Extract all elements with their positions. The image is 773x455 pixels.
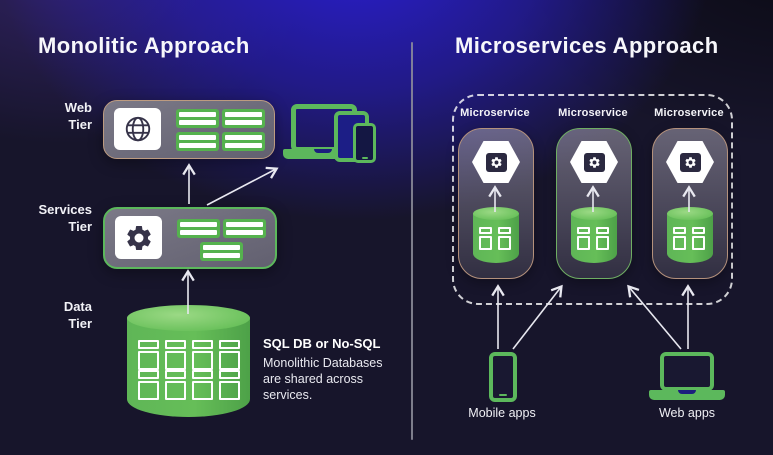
- db-table-glyph: [692, 227, 705, 250]
- mobile-apps-label: Mobile apps: [468, 406, 536, 420]
- microservices-title: Microservices Approach: [455, 33, 719, 58]
- web-module-bar: [222, 109, 265, 128]
- database-note: SQL DB or No-SQL Monolithic Databases ar…: [263, 336, 385, 403]
- microservice-label-1: Microservice: [460, 107, 530, 119]
- db-table-glyph: [596, 227, 609, 250]
- db-table-glyph: [165, 370, 186, 400]
- microservice-database-icon: [473, 207, 519, 263]
- hexagon-gear-icon: [472, 141, 520, 183]
- database-note-title: SQL DB or No-SQL: [263, 336, 381, 351]
- microservice-database-icon: [667, 207, 713, 263]
- panel-divider: [411, 42, 413, 440]
- services-tier-box: [103, 207, 277, 269]
- services-tier-label: Services Tier: [38, 202, 93, 234]
- microservice-label-2: Microservice: [558, 107, 628, 119]
- service-module-bar: [177, 219, 220, 238]
- db-table-glyph: [192, 370, 213, 400]
- microservice-pill-2: [556, 128, 632, 279]
- web-module-bar: [222, 132, 265, 151]
- db-table-glyph: [219, 340, 240, 370]
- hexagon-gear-icon: [666, 141, 714, 183]
- db-table-glyph: [165, 340, 186, 370]
- web-module-bar: [176, 132, 219, 151]
- web-tier-label: Web Tier: [64, 100, 92, 132]
- web-apps-label: Web apps: [658, 406, 716, 420]
- db-table-glyph: [479, 227, 492, 250]
- web-tier-box: [103, 100, 275, 159]
- hexagon-gear-icon: [570, 141, 618, 183]
- database-cylinder-icon: [127, 305, 250, 417]
- data-tier-label: Data Tier: [63, 299, 92, 331]
- db-table-glyph: [138, 340, 159, 370]
- mobile-phone-icon: [489, 352, 517, 402]
- monolithic-title: Monolitic Approach: [38, 33, 250, 58]
- web-module-bar: [176, 109, 219, 128]
- db-table-glyph: [219, 370, 240, 400]
- globe-icon: [114, 108, 161, 150]
- arrow-services-to-devices: [206, 166, 279, 206]
- db-table-glyph: [498, 227, 511, 250]
- phone-icon: [353, 123, 376, 163]
- web-laptop-icon: [660, 352, 714, 391]
- microservice-database-icon: [571, 207, 617, 263]
- microservices-boundary: [452, 94, 733, 305]
- service-module-bar: [223, 219, 266, 238]
- gear-icon: [115, 216, 162, 259]
- laptop-base: [283, 149, 363, 159]
- db-table-glyph: [673, 227, 686, 250]
- db-table-glyph: [192, 340, 213, 370]
- db-table-glyph: [577, 227, 590, 250]
- service-module-bar: [200, 242, 243, 261]
- microservice-label-3: Microservice: [654, 107, 724, 119]
- web-laptop-base: [649, 390, 725, 400]
- db-table-glyph: [138, 370, 159, 400]
- microservice-pill-3: [652, 128, 728, 279]
- microservice-pill-1: [458, 128, 534, 279]
- database-note-body: Monolithic Databases are shared across s…: [263, 356, 383, 402]
